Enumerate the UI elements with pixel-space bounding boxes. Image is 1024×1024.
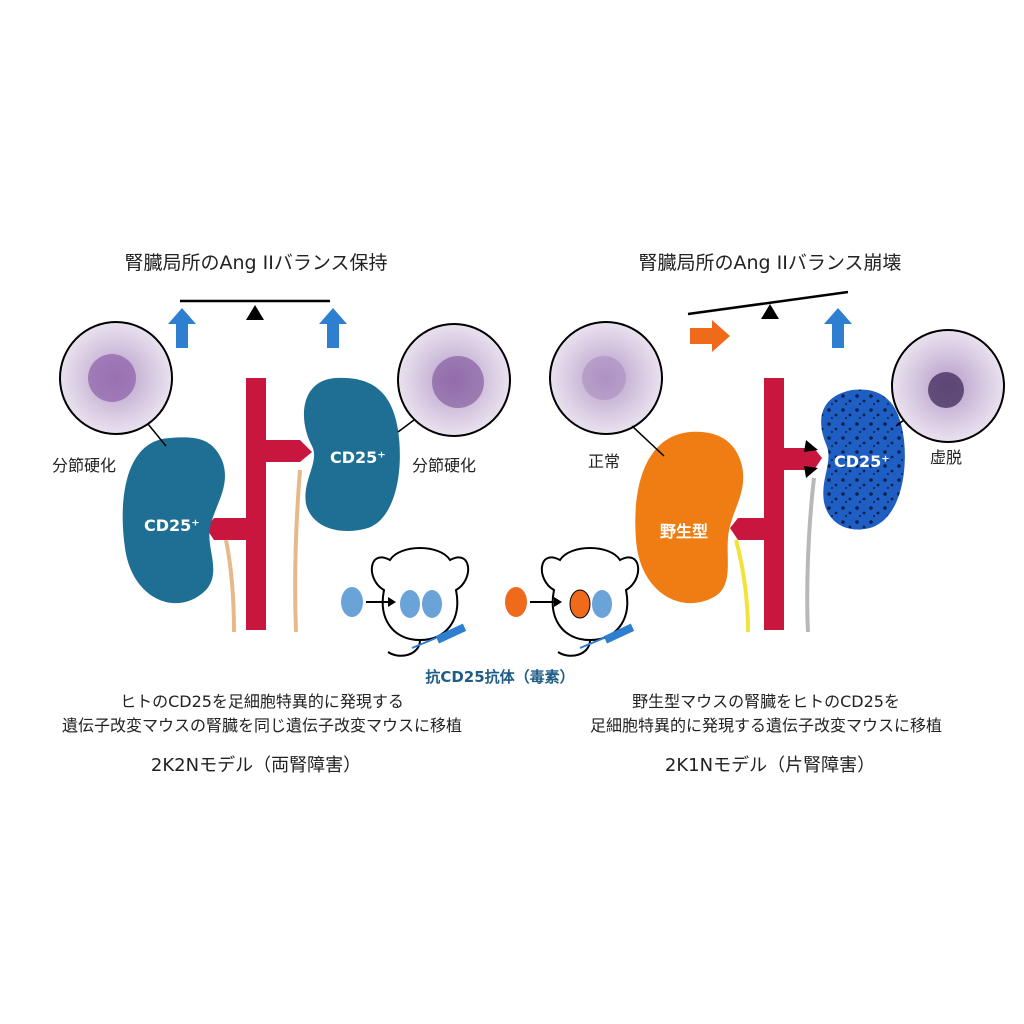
up-arrow-icon (168, 308, 196, 348)
artery (246, 378, 266, 630)
kidney-wildtype (635, 431, 744, 604)
label-normal: 正常 (588, 452, 621, 471)
kidney-cd25-left (122, 437, 225, 604)
left-description-line-2: 遺伝子改変マウスの腎臓を同じ遺伝子改変マウスに移植 (61, 716, 463, 735)
transplant-kidney-icon (505, 587, 527, 617)
transplant-kidney-icon (341, 587, 363, 617)
right-arrow-icon (690, 320, 730, 352)
right-title: 腎臓局所のAng IIバランス崩壊 (638, 252, 902, 274)
mouse-outline (540, 547, 640, 642)
balance-beam-right (687, 290, 849, 316)
right-model-label: 2K1Nモデル（片腎障害） (664, 755, 876, 776)
label-collapse: 虚脱 (930, 448, 963, 467)
mouse-kidney-icon (422, 590, 442, 618)
left-description-line-1: ヒトのCD25を足細胞特異的に発現する (120, 692, 404, 711)
up-arrow-icon (319, 308, 347, 348)
antibody-label: 抗CD25抗体（毒素） (425, 668, 575, 686)
ureter (293, 469, 302, 633)
pointer-line (147, 423, 167, 447)
left-model-label: 2K2Nモデル（両腎障害） (150, 755, 362, 776)
syringe-icon (579, 623, 635, 649)
label-segmental-sclerosis-left: 分節硬化 (52, 456, 117, 475)
balance-fulcrum-right (761, 304, 779, 319)
kidney-label-cd25-damaged: CD25⁺ (834, 452, 890, 471)
ureter (224, 539, 236, 633)
renal-artery-left (730, 518, 764, 540)
renal-artery-right (266, 440, 312, 462)
syringe-icon (411, 623, 467, 649)
right-description-line-2: 足細胞特異的に発現する遺伝子改変マウスに移植 (589, 716, 943, 735)
kidney-label-cd25-right: CD25⁺ (330, 448, 386, 467)
left-title: 腎臓局所のAng IIバランス保持 (124, 252, 388, 274)
mouse-kidney-icon (569, 589, 591, 619)
stenosis-marker (804, 466, 818, 478)
kidney-cd25-damaged (821, 389, 905, 530)
pointer-line (397, 419, 415, 433)
pointer-line (895, 419, 905, 427)
mouse-kidney-icon (400, 590, 420, 618)
ureter (805, 477, 816, 633)
kidney-cd25-right (303, 377, 400, 531)
renal-artery-right (784, 448, 822, 470)
label-segmental-sclerosis-right: 分節硬化 (412, 456, 477, 475)
up-arrow-icon (824, 308, 852, 348)
stenosis-marker (804, 440, 818, 452)
right-description-line-1: 野生型マウスの腎臓をヒトのCD25を (632, 692, 900, 711)
balance-fulcrum-left (246, 305, 264, 320)
kidney-label-cd25-left: CD25⁺ (144, 516, 200, 535)
renal-artery-left (206, 518, 246, 540)
ureter (734, 539, 750, 633)
kidney-label-wildtype: 野生型 (660, 522, 709, 541)
artery (764, 378, 784, 630)
mouse-outline (370, 547, 470, 642)
pointer-line (631, 425, 665, 457)
mouse-kidney-icon (592, 590, 612, 618)
